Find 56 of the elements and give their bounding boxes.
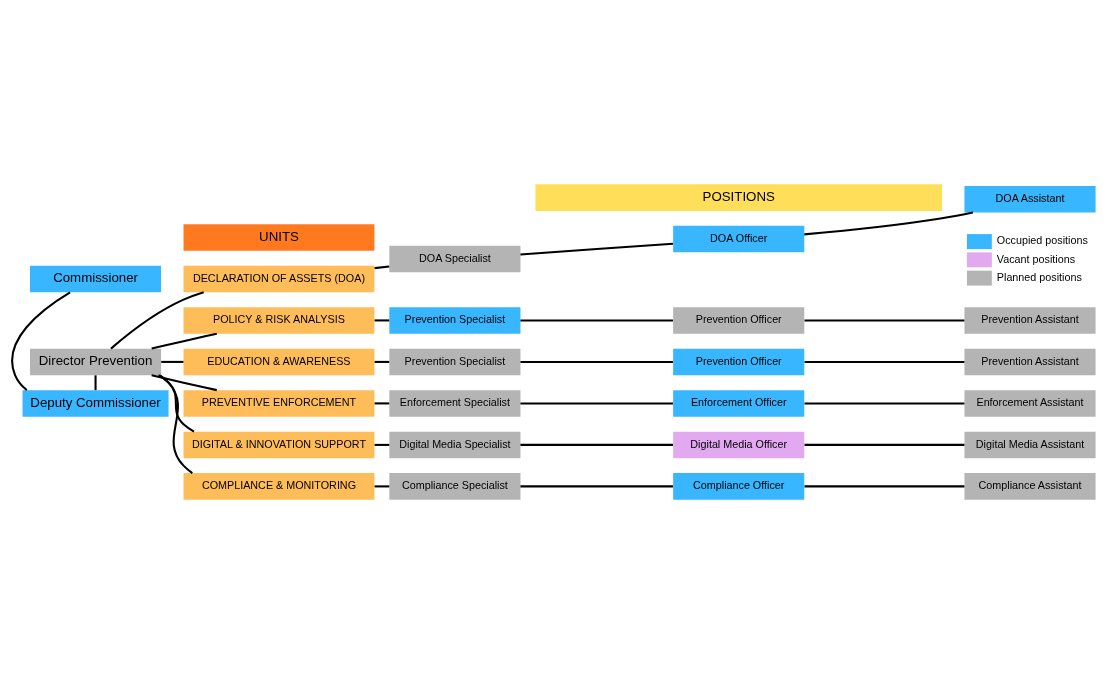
node-box: Compliance Specialist — [389, 473, 521, 500]
legend-label: Vacant positions — [996, 252, 1076, 265]
node-box: Enforcement Assistant — [964, 390, 1096, 417]
node-box: UNITS — [183, 224, 375, 251]
legend-label: Planned positions — [996, 270, 1082, 283]
node-box: PREVENTIVE ENFORCEMENT — [183, 390, 375, 417]
connector — [157, 374, 195, 433]
node-box: DOA Specialist — [389, 245, 521, 273]
node-box: Prevention Assistant — [964, 348, 1096, 376]
node-box: Prevention Officer — [673, 307, 805, 334]
node-box: DOA Assistant — [964, 186, 1096, 213]
connector — [804, 319, 965, 322]
connector — [520, 485, 673, 488]
node-box: Compliance Assistant — [964, 473, 1096, 500]
node-box: DECLARATION OF ASSETS (DOA) — [183, 265, 375, 293]
node-box: POLICY & RISK ANALYSIS — [183, 307, 375, 334]
node-box: Digital Media Specialist — [389, 431, 521, 459]
connector — [374, 319, 390, 322]
node-box: Digital Media Assistant — [964, 431, 1096, 459]
node-box: DOA Officer — [673, 225, 805, 253]
connector — [374, 265, 390, 270]
connector — [804, 211, 974, 236]
connector — [161, 360, 184, 363]
connector — [804, 402, 965, 405]
legend-label: Occupied positions — [996, 234, 1088, 247]
node-box: Enforcement Officer — [673, 390, 805, 417]
connector — [520, 402, 673, 405]
connector — [520, 443, 673, 446]
connector — [374, 402, 390, 405]
node-box: Enforcement Specialist — [389, 390, 521, 417]
connector — [520, 319, 673, 322]
node-box: Prevention Specialist — [389, 348, 521, 376]
connector — [11, 291, 71, 391]
node-box: Prevention Specialist — [389, 307, 521, 334]
connector — [804, 485, 965, 488]
connector — [374, 443, 390, 446]
connector — [110, 291, 204, 350]
connector — [94, 375, 97, 391]
node-box: Deputy Commissioner — [22, 390, 169, 417]
connector — [374, 485, 390, 488]
connector — [520, 242, 674, 256]
connector — [804, 443, 965, 446]
node-box: Prevention Officer — [673, 348, 805, 376]
connector — [374, 360, 390, 363]
node-box: Director Prevention — [30, 348, 162, 376]
connector — [159, 374, 193, 474]
connector — [520, 360, 673, 363]
node-box: DIGITAL & INNOVATION SUPPORT — [183, 431, 375, 459]
connector — [804, 360, 965, 363]
node-box: Digital Media Officer — [673, 431, 805, 459]
node-box: Compliance Officer — [673, 473, 805, 500]
node-box: POSITIONS — [535, 184, 943, 211]
node-box: Commissioner — [30, 265, 162, 293]
node-box: Prevention Assistant — [964, 307, 1096, 334]
node-box: EDUCATION & AWARENESS — [183, 348, 375, 376]
node-box: COMPLIANCE & MONITORING — [183, 473, 375, 500]
